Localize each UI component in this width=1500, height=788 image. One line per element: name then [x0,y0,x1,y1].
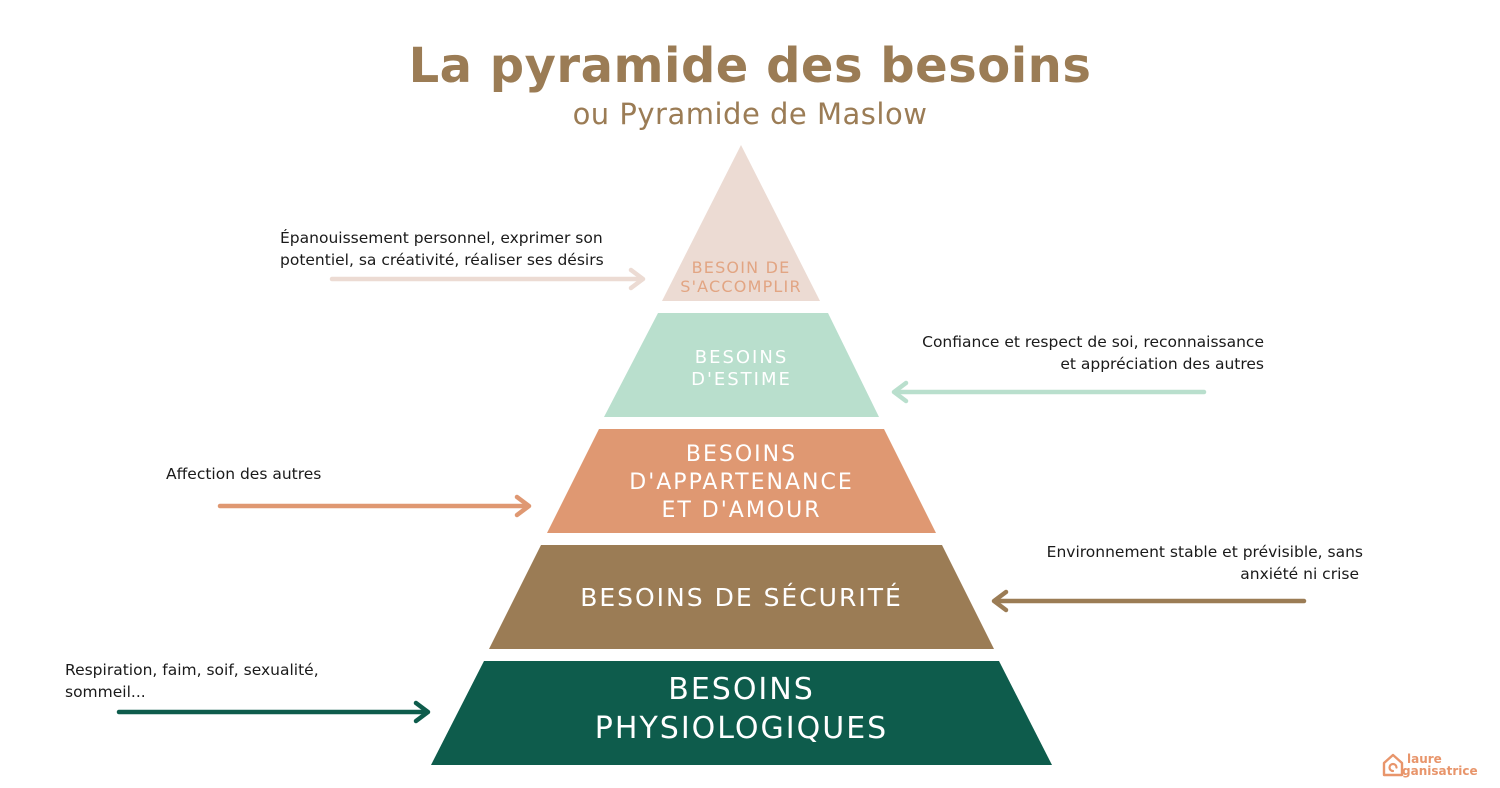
description-line: sommeil... [65,683,146,701]
level-label-line: BESOINS [685,442,798,467]
description-line: Environnement stable et prévisible, sans [1046,543,1363,561]
level-label-line: BESOIN DE [691,258,791,277]
level-label-line: S'ACCOMPLIR [680,277,802,297]
pyramid-level-self-actualization [662,145,820,301]
logo-line: laure [1407,752,1442,766]
house-spiral-icon [1382,753,1404,777]
description-esteem: Confiance et respect de soi, reconnaissa… [880,331,1264,375]
level-label-belonging: BESOINS D'APPARTENANCE ET D'AMOUR [547,441,936,525]
pyramid-level-physiological [431,661,1052,765]
level-label-line: D'ESTIME [691,368,792,390]
description-line: et appréciation des autres [1060,355,1264,373]
arrow-safety [991,589,1307,613]
level-label-self-actualization: BESOIN DE S'ACCOMPLIR [662,258,820,296]
description-line: potentiel, sa créativité, réaliser ses d… [280,251,604,269]
pyramid-level-belonging [547,429,936,533]
description-line: anxiété ni crise [1240,565,1359,583]
arrow-self-actualization [329,267,646,291]
page-subtitle: ou Pyramide de Maslow [572,97,928,131]
page-title: La pyramide des besoins [408,38,1092,94]
pyramid-level-safety [489,545,994,649]
description-line: Respiration, faim, soif, sexualité, [65,661,319,679]
level-label-line: BESOINS [694,347,789,368]
logo-line: ganisatrice [1402,764,1478,778]
level-label-physiological: BESOINS PHYSIOLOGIQUES [431,670,1052,748]
level-label-safety: BESOINS DE SÉCURITÉ [489,583,994,613]
pyramid-level-esteem [604,313,879,417]
arrow-belonging [217,494,532,518]
description-line: Confiance et respect de soi, reconnaissa… [922,333,1264,351]
level-label-line: D'APPARTENANCE [629,470,854,495]
description-physiological: Respiration, faim, soif, sexualité, somm… [65,659,319,703]
level-label-line: PHYSIOLOGIQUES [594,711,889,746]
brand-logo: laure ganisatrice [1402,753,1478,777]
description-safety: Environnement stable et prévisible, sans… [990,541,1363,585]
level-label-esteem: BESOINS D'ESTIME [604,347,879,390]
description-belonging: Affection des autres [166,463,321,485]
arrow-physiological [116,700,431,724]
description-line: Affection des autres [166,465,322,483]
level-label-line: BESOINS [668,672,815,707]
description-line: Épanouissement personnel, exprimer son [280,229,603,247]
description-self-actualization: Épanouissement personnel, exprimer son p… [280,227,604,271]
level-label-line: BESOINS DE SÉCURITÉ [580,583,903,612]
level-label-line: ET D'AMOUR [661,498,822,523]
arrow-esteem [891,380,1207,404]
